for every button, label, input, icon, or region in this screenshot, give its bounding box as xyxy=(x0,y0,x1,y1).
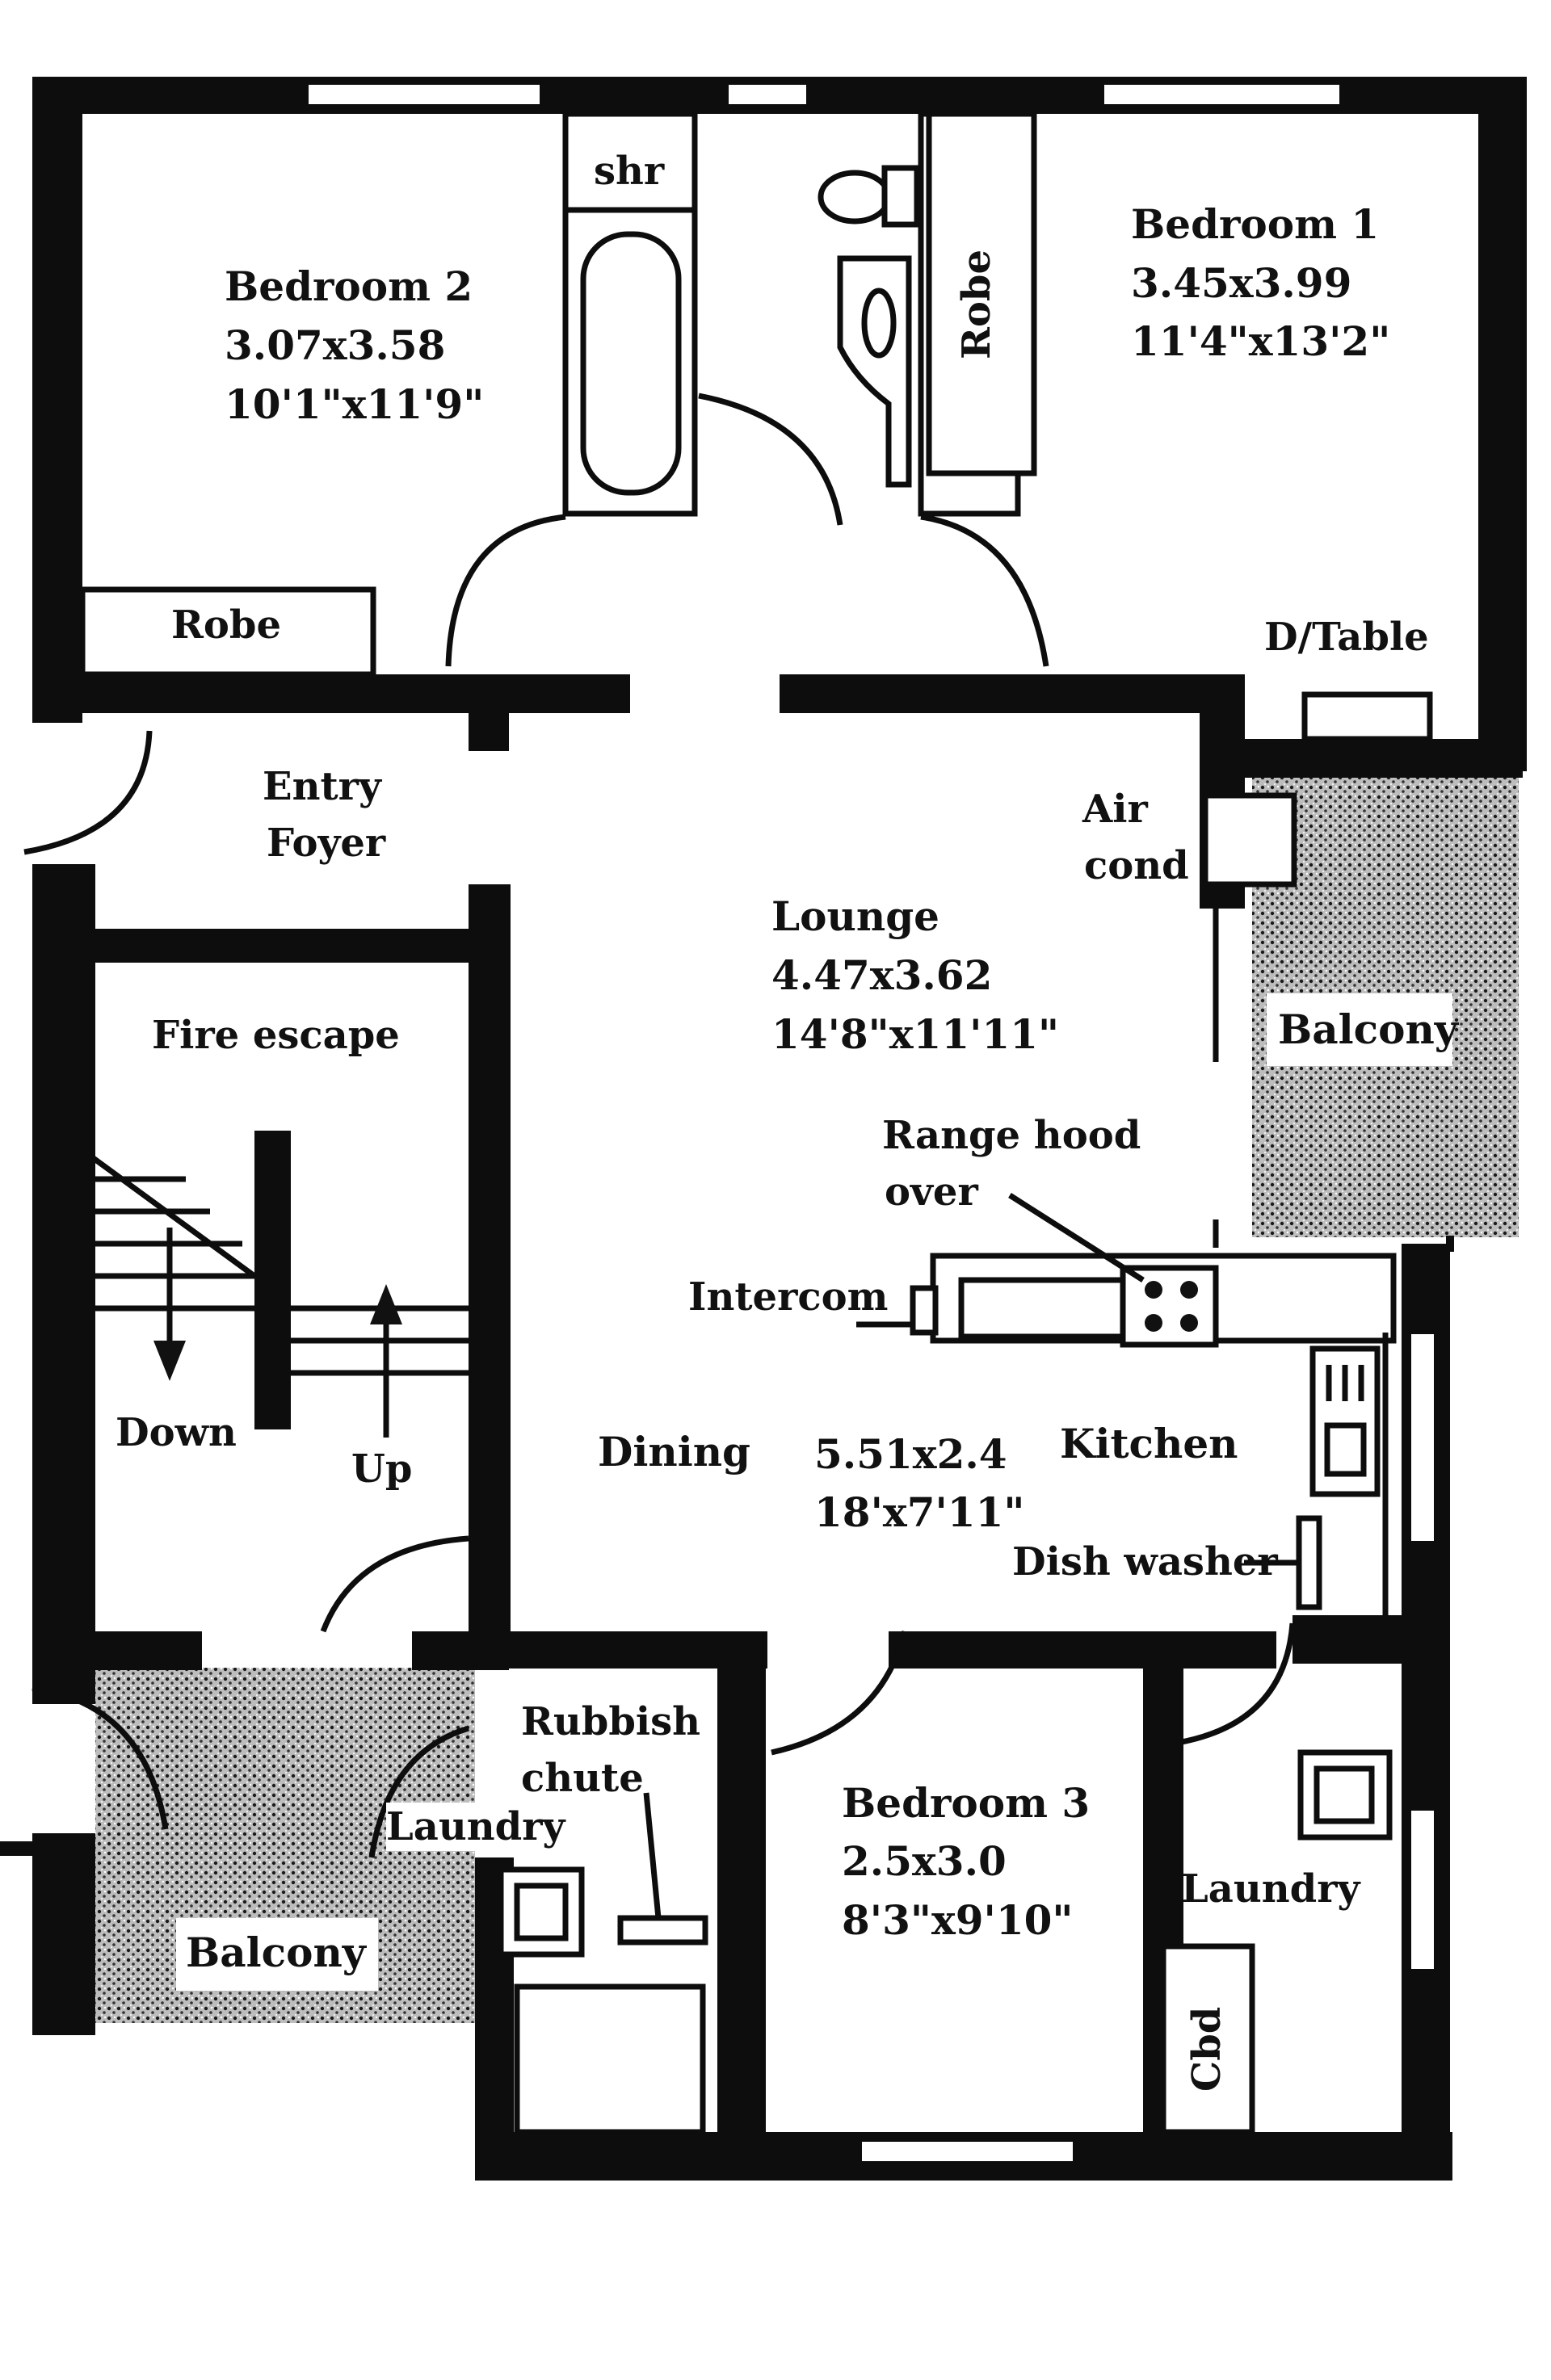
kitchen-label: Kitchen xyxy=(1060,1420,1238,1467)
robe-bed1 xyxy=(926,111,1037,476)
rubbish-label-2: chute xyxy=(521,1756,644,1801)
door-bed2 xyxy=(445,514,566,667)
bedroom2-imperial: 10'1"x11'9" xyxy=(225,380,484,428)
dish-washer-label: Dish washer xyxy=(1012,1539,1278,1585)
laundry-right-label: Laundry xyxy=(1181,1866,1362,1912)
kitchen xyxy=(856,1193,1397,1623)
door-bed1 xyxy=(920,514,1049,667)
air-cond-unit xyxy=(1202,792,1297,888)
lounge-name: Lounge xyxy=(771,892,939,940)
arrow-down-icon xyxy=(153,1341,186,1381)
bedroom1-metric: 3.45x3.99 xyxy=(1131,259,1351,307)
balcony-right-label: Balcony xyxy=(1278,1005,1460,1053)
basin-icon xyxy=(837,255,912,488)
room-labels: Bedroom 2 3.07x3.58 10'1"x11'9" Robe shr… xyxy=(116,149,1460,2092)
door-laundry-right xyxy=(1166,1622,1296,1748)
laundry-tub-left xyxy=(498,1866,585,1958)
robe-bed2 xyxy=(79,586,376,678)
laundry-left-label: Laundry xyxy=(386,1804,567,1849)
cooktop-icon xyxy=(1120,1265,1219,1348)
dressing-table xyxy=(1301,691,1433,742)
entry-label-2: Foyer xyxy=(267,821,386,866)
rubbish-chute xyxy=(617,1915,708,1946)
rubbish-label-1: Rubbish xyxy=(521,1699,700,1744)
intercom-icon xyxy=(910,1285,939,1336)
sink-icon xyxy=(1309,1345,1381,1497)
dining-kitchen-imperial: 18'x7'11" xyxy=(814,1488,1024,1536)
fire-escape-label: Fire escape xyxy=(152,1013,400,1058)
bedroom1-imperial: 11'4"x13'2" xyxy=(1131,317,1390,365)
bedroom2-name: Bedroom 2 xyxy=(225,262,473,310)
door-entry xyxy=(23,730,153,855)
window-bed3 xyxy=(859,2139,1076,2164)
lounge-imperial: 14'8"x11'11" xyxy=(771,1010,1059,1058)
door-balcony-left xyxy=(32,1685,169,1830)
shower-label: shr xyxy=(594,149,665,194)
bedroom1-name: Bedroom 1 xyxy=(1131,200,1379,248)
stairs-down-label: Down xyxy=(116,1410,237,1455)
range-hood-label-2: over xyxy=(885,1169,978,1215)
dressing-table-label: D/Table xyxy=(1264,615,1429,660)
lounge-metric: 4.47x3.62 xyxy=(771,951,992,999)
door-laundry-left xyxy=(368,1725,470,1858)
bedroom3-name: Bedroom 3 xyxy=(842,1779,1090,1827)
window-bed2 xyxy=(305,82,543,107)
window-kitchen xyxy=(1408,1331,1437,1544)
range-hood-label-1: Range hood xyxy=(882,1113,1141,1158)
robe-bed1-label: Robe xyxy=(954,250,999,359)
dishwasher-icon xyxy=(1296,1515,1322,1610)
cupboard-label: Cbd xyxy=(1184,2007,1229,2092)
intercom-label: Intercom xyxy=(688,1274,888,1320)
stairs-up-label: Up xyxy=(351,1446,412,1492)
dining-kitchen-metric: 5.51x2.4 xyxy=(814,1430,1007,1478)
bedroom3-metric: 2.5x3.0 xyxy=(842,1837,1007,1885)
door-bed3 xyxy=(771,1631,908,1756)
robe-bed2-label: Robe xyxy=(171,602,281,648)
store-cupboard xyxy=(514,1983,706,2135)
stairs xyxy=(86,1131,469,1438)
door-fire-escape xyxy=(320,1535,469,1633)
window-bath xyxy=(725,82,809,107)
bedroom2-metric: 3.07x3.58 xyxy=(225,321,445,369)
balcony-left-label: Balcony xyxy=(186,1929,368,1976)
air-cond-label-1: Air xyxy=(1082,787,1148,832)
dining-label: Dining xyxy=(598,1428,750,1475)
cupboard xyxy=(1160,1943,1255,2135)
arrow-up-icon xyxy=(370,1284,402,1324)
window-bed1 xyxy=(1101,82,1343,107)
bedroom3-imperial: 8'3"x9'10" xyxy=(842,1896,1073,1944)
entry-label-1: Entry xyxy=(263,764,383,809)
toilet-icon xyxy=(818,170,892,225)
window-laundry xyxy=(1408,1807,1437,1972)
air-cond-label-2: cond xyxy=(1084,843,1189,888)
